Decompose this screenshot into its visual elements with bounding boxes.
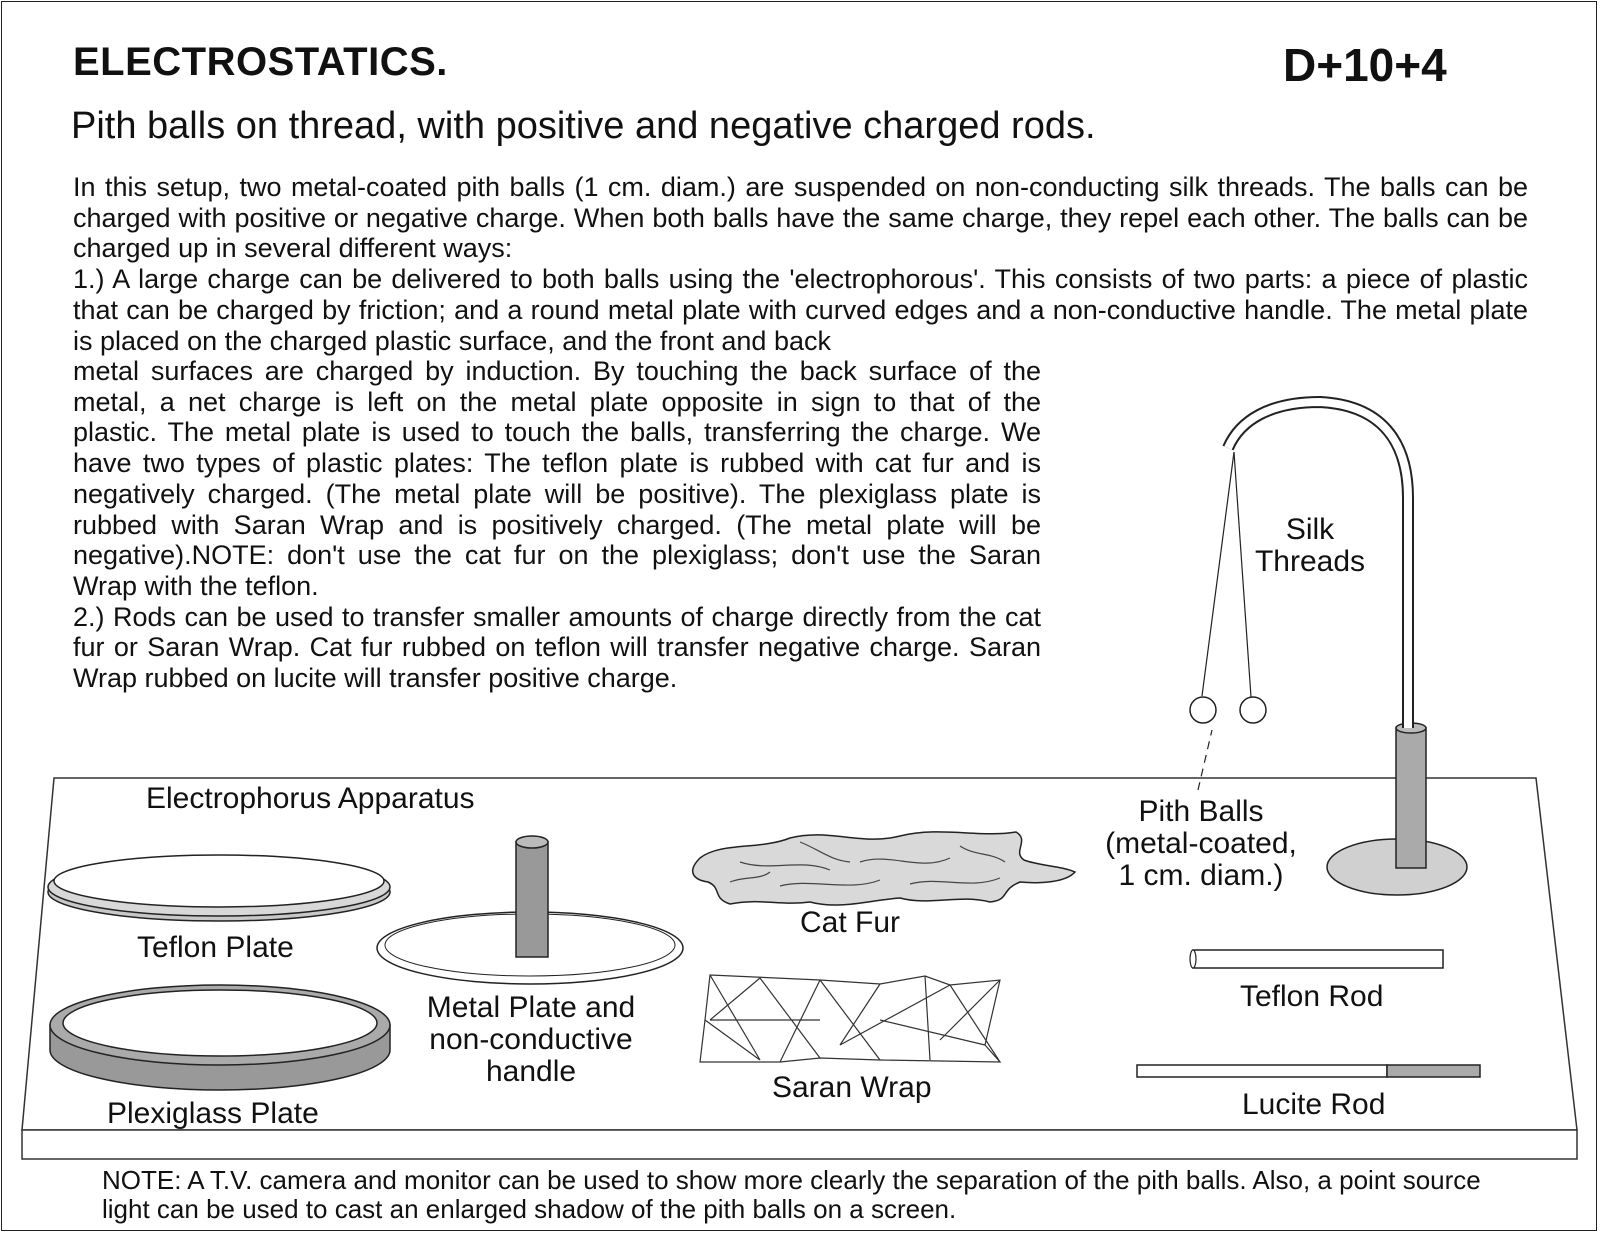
- metal-plate-with-handle: [376, 835, 684, 985]
- silk-threads-label: Silk Threads: [1240, 514, 1380, 578]
- metal-plate-label-line3: handle: [485, 1055, 577, 1088]
- saran-wrap: [699, 974, 1002, 1063]
- silk-threads-label-line1: Silk: [1285, 513, 1335, 546]
- table-front-edge: [21, 1129, 1578, 1160]
- teflon-plate: [47, 854, 391, 922]
- teflon-plate-label: Teflon Plate: [137, 931, 294, 964]
- footer-note: NOTE: A T.V. camera and monitor can be u…: [102, 1165, 1481, 1224]
- metal-plate-label-line2: non-conductive: [429, 1023, 633, 1056]
- cat-fur-label: Cat Fur: [800, 906, 901, 939]
- pith-balls-label: Pith Balls (metal-coated, 1 cm. diam.): [1088, 796, 1314, 892]
- electrophorus-label: Electrophorus Apparatus: [146, 782, 475, 815]
- description-top: In this setup, two metal-coated pith bal…: [73, 172, 1528, 356]
- demo-code: D+10+4: [1283, 39, 1447, 91]
- item2-text: 2.) Rods can be used to transfer smaller…: [73, 601, 1041, 694]
- lucite-rod: [1136, 1064, 1481, 1078]
- pith-ball-stand: [1222, 395, 1468, 896]
- saran-wrap-label: Saran Wrap: [772, 1071, 932, 1104]
- teflon-rod: [1189, 949, 1444, 969]
- silk-threads-label-line2: Threads: [1254, 545, 1366, 578]
- page-subtitle: Pith balls on thread, with positive and …: [71, 105, 1096, 147]
- pith-ball-pointer: [1197, 729, 1213, 791]
- lucite-rod-label: Lucite Rod: [1242, 1088, 1386, 1121]
- item1-continued-text: metal surfaces are charged by induction.…: [73, 356, 1041, 601]
- teflon-rod-label: Teflon Rod: [1240, 980, 1384, 1013]
- item1-text: 1.) A large charge can be delivered to b…: [73, 264, 1528, 356]
- intro-text: In this setup, two metal-coated pith bal…: [73, 172, 1528, 264]
- metal-plate-label: Metal Plate and non-conductive handle: [400, 992, 662, 1088]
- plexiglass-plate: [49, 984, 391, 1091]
- pith-balls-label-line1: Pith Balls: [1138, 795, 1264, 828]
- description-side: metal surfaces are charged by induction.…: [73, 356, 1041, 694]
- pith-ball-left: [1189, 696, 1217, 724]
- silk-threads: [1201, 451, 1252, 698]
- metal-plate-label-line1: Metal Plate and: [426, 991, 636, 1024]
- cat-fur: [691, 831, 1077, 906]
- pith-balls-label-line2: (metal-coated,: [1105, 827, 1297, 860]
- pith-balls-label-line3: 1 cm. diam.): [1118, 859, 1284, 892]
- pith-ball-right: [1239, 696, 1267, 724]
- page-title: ELECTROSTATICS.: [73, 40, 448, 84]
- plexiglass-plate-label: Plexiglass Plate: [107, 1097, 319, 1130]
